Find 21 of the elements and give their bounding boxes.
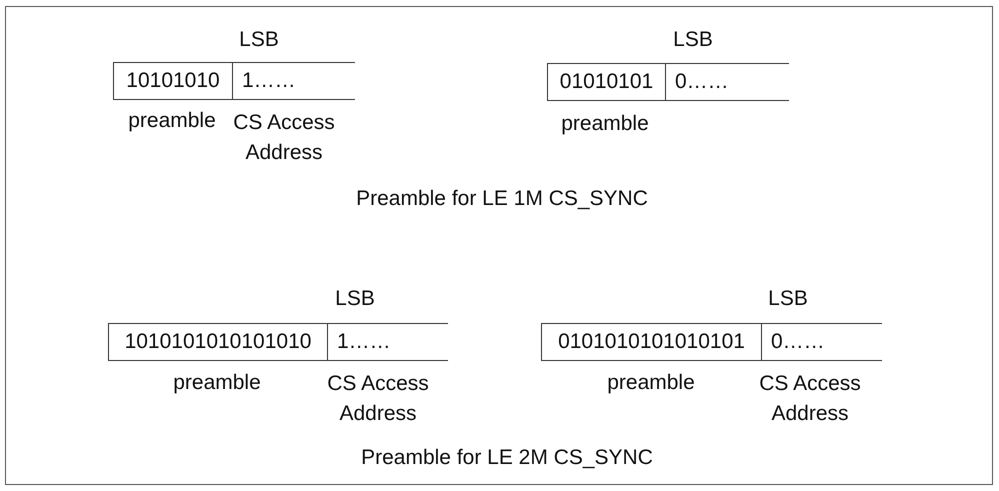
preamble-field: 01010101 xyxy=(547,63,666,101)
field-caption: preamble xyxy=(173,370,261,396)
lsb-label: LSB xyxy=(335,286,375,312)
lsb-label: LSB xyxy=(239,27,279,53)
access-address-field: 0…… xyxy=(666,63,789,101)
preamble-field: 0101010101010101 xyxy=(541,323,762,361)
field-caption: preamble xyxy=(561,111,649,137)
access-address-field: 1…… xyxy=(233,62,355,100)
access-address-field: 1…… xyxy=(328,323,448,361)
figure-caption: Preamble for LE 2M CS_SYNC xyxy=(361,445,653,471)
preamble-field: 10101010 xyxy=(113,62,233,100)
preamble-field: 1010101010101010 xyxy=(108,323,328,361)
lsb-label: LSB xyxy=(673,27,713,53)
figure-caption: Preamble for LE 1M CS_SYNC xyxy=(356,186,648,212)
lsb-label: LSB xyxy=(768,286,808,312)
field-caption: preamble xyxy=(607,370,695,396)
field-caption: CS Access Address xyxy=(326,371,430,427)
field-caption: CS Access Address xyxy=(758,371,862,427)
access-address-field: 0…… xyxy=(762,323,882,361)
field-caption: preamble xyxy=(128,108,216,134)
field-caption: CS Access Address xyxy=(232,110,336,166)
